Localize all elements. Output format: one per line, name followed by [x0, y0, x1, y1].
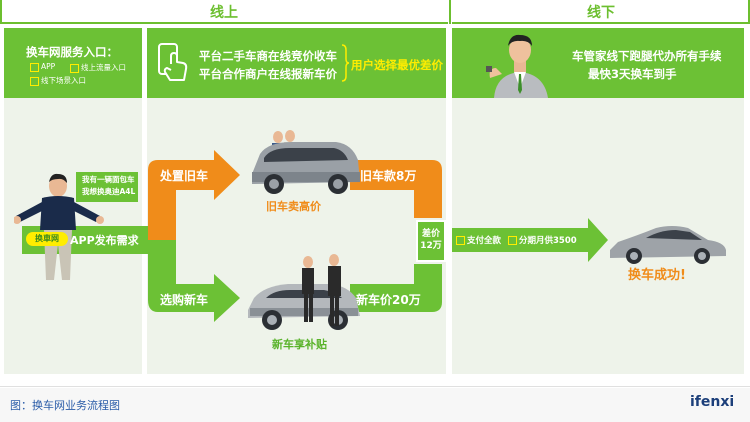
- entry-item-online: 线上流量入口: [70, 62, 126, 73]
- new-price-label: 新车价20万: [356, 293, 421, 307]
- difference-box: 差价 12万: [416, 220, 446, 262]
- buy-new-label: 选购新车: [160, 293, 209, 307]
- offline-box: 车管家线下跑腿代办所有手续 最快3天换车到手: [452, 28, 744, 98]
- new-subsidy-label: 新车享补贴: [272, 338, 327, 351]
- publish-label: APP发布需求: [70, 234, 139, 247]
- app-logo: 换車网: [26, 232, 68, 246]
- online-highlight: 用户选择最优差价: [351, 58, 443, 72]
- footer: 图：换车网业务流程图 ifenxi: [0, 388, 750, 422]
- bubble-line2: 我想换奥迪A4L: [82, 187, 136, 196]
- difference-value: 12万: [420, 241, 442, 251]
- installment-option: 分期月供3500: [508, 234, 577, 246]
- bubble-line1: 我有一辆面包车: [82, 175, 135, 184]
- header-line-offline: [452, 22, 750, 24]
- header-tick-right: [748, 0, 750, 24]
- old-price-label: 旧车款8万: [360, 169, 417, 183]
- pay-full-option: 支付全款: [456, 234, 501, 246]
- offline-line1: 车管家线下跑腿代办所有手续: [572, 49, 722, 63]
- speech-bubble: 我有一辆面包车 我想换奥迪A4L: [76, 172, 138, 202]
- old-van-image: [252, 130, 360, 194]
- header-offline: 线下: [587, 5, 615, 21]
- footer-divider: [0, 386, 750, 387]
- agent-person-icon: [486, 34, 548, 98]
- header-online: 线上: [210, 5, 238, 21]
- phone-hand-icon: [158, 43, 188, 81]
- header-line-online: [0, 22, 448, 24]
- online-line1: 平台二手车商在线竞价收车: [199, 49, 337, 63]
- footer-caption: 图：换车网业务流程图: [10, 399, 120, 412]
- entry-box: 换车网服务入口： APP 线上流量入口 线下场景入口: [4, 28, 142, 98]
- entry-item-app: APP: [30, 62, 55, 72]
- final-car-image: [610, 226, 726, 264]
- brace-icon: [341, 44, 349, 82]
- header-tick-mid: [449, 0, 451, 24]
- header-tick-left: [0, 0, 2, 24]
- sell-old-label: 处置旧车: [160, 169, 209, 183]
- online-line2: 平台合作商户在线报新车价: [199, 67, 337, 81]
- success-label: 换车成功!: [628, 268, 686, 283]
- user-person-icon: [14, 173, 104, 280]
- entry-title: 换车网服务入口：: [26, 45, 118, 59]
- offline-line2: 最快3天换车到手: [588, 67, 677, 81]
- online-box: 平台二手车商在线竞价收车 平台合作商户在线报新车价 用户选择最优差价: [147, 28, 446, 98]
- footer-brand: ifenxi: [690, 394, 735, 410]
- difference-label: 差价: [421, 229, 440, 239]
- new-car-image: [248, 254, 360, 330]
- old-high-label: 旧车卖高价: [266, 200, 321, 213]
- entry-item-offline: 线下场景入口: [30, 75, 86, 86]
